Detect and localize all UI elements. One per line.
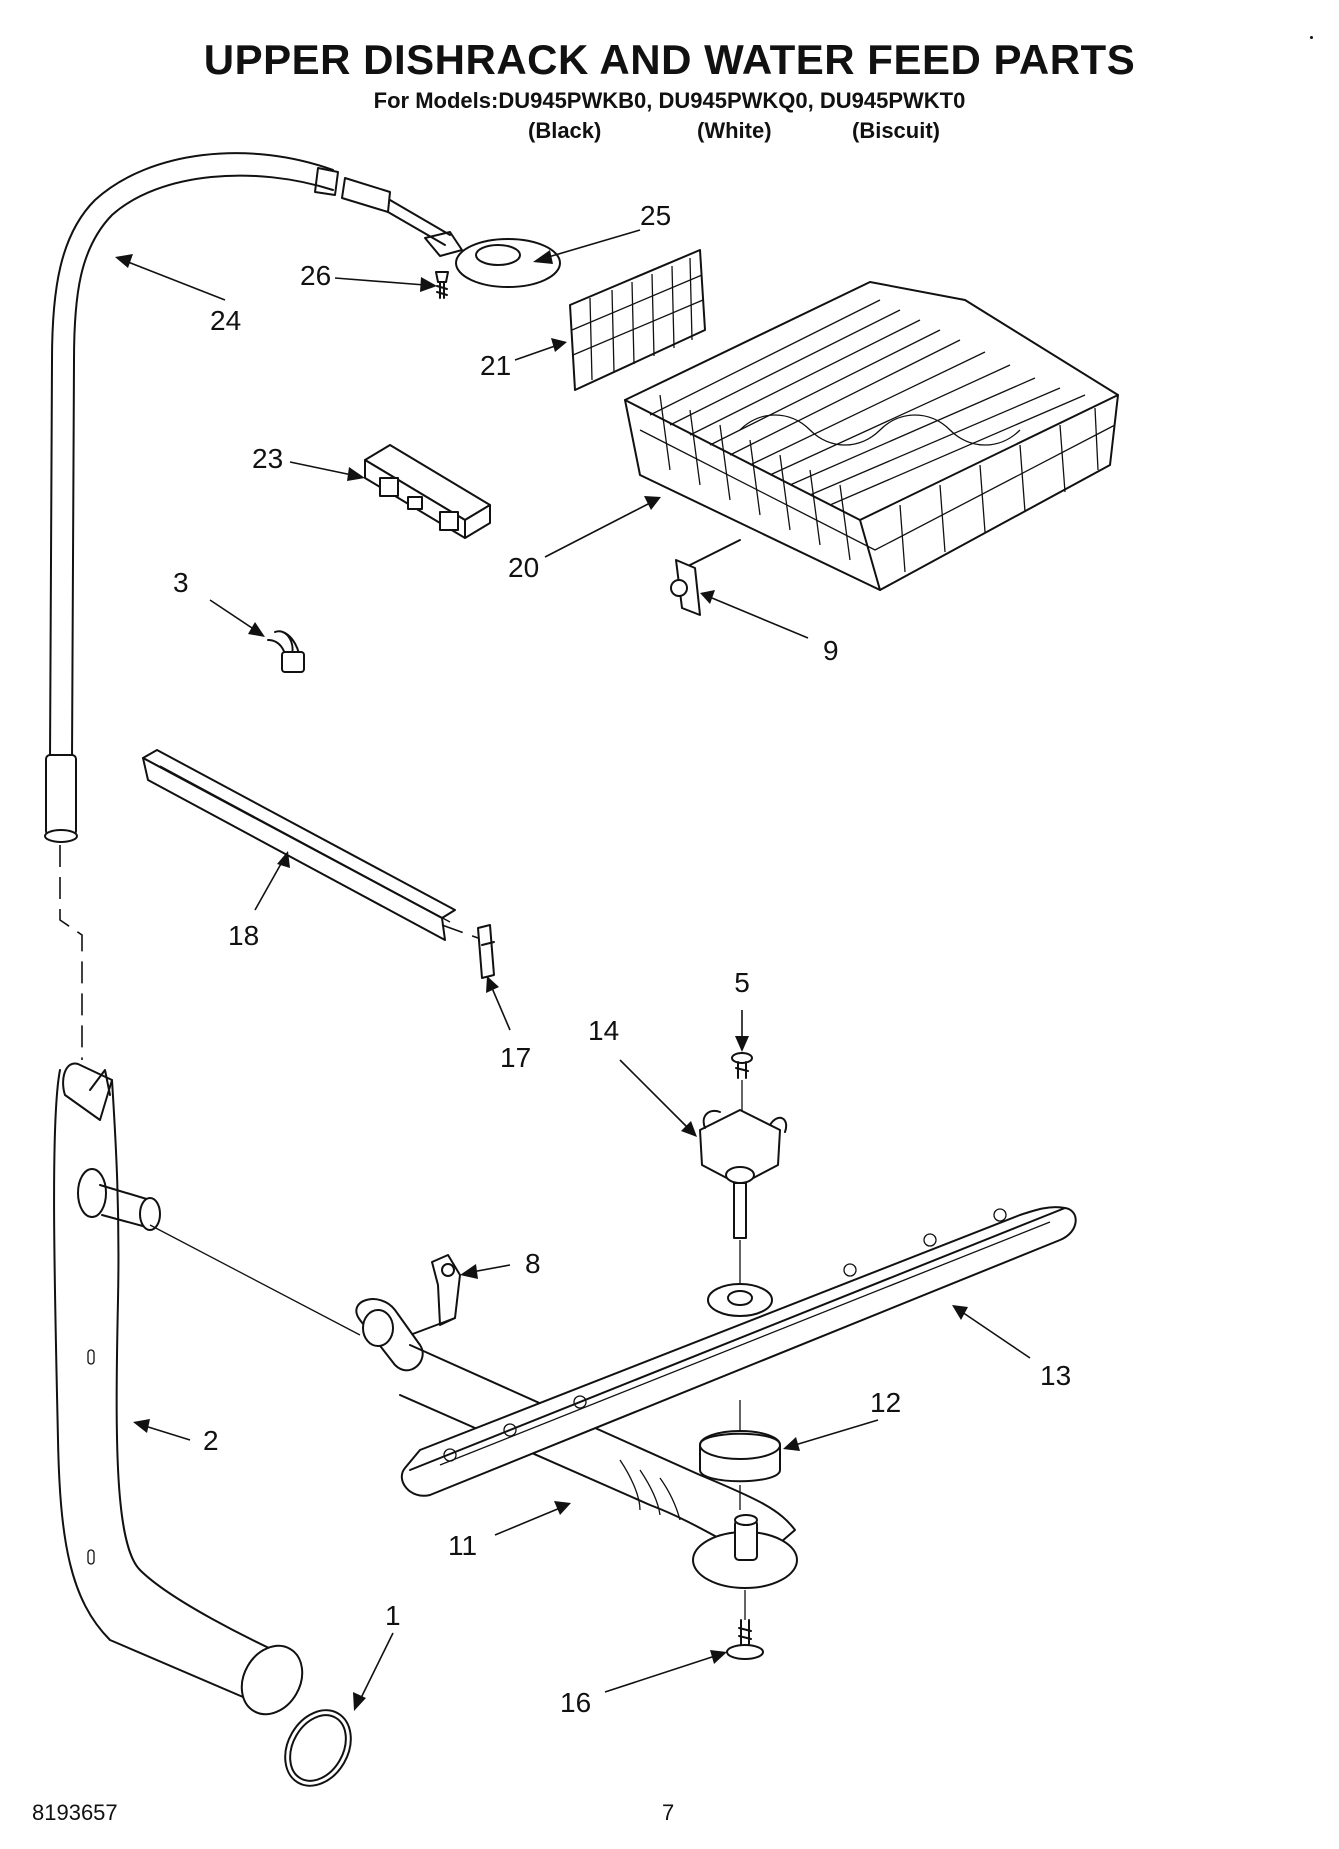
manifold-part-11 <box>149 1224 796 1561</box>
leader-lines <box>115 229 1031 1711</box>
model-list: For Models:DU945PWKB0, DU945PWKQ0, DU945… <box>373 88 966 113</box>
variant-white: (White) <box>697 118 772 143</box>
page-title: UPPER DISHRACK AND WATER FEED PARTS <box>203 36 1136 83</box>
stray-mark <box>1310 36 1313 39</box>
callout-26: 26 <box>300 260 331 291</box>
screw-part-16 <box>726 1619 764 1660</box>
callout-2: 2 <box>203 1425 219 1456</box>
callout-8: 8 <box>525 1248 541 1279</box>
variant-biscuit: (Biscuit) <box>852 118 940 143</box>
rack-clip-part-9 <box>670 539 741 616</box>
callout-20: 20 <box>508 552 539 583</box>
callout-21: 21 <box>480 350 511 381</box>
callout-24: 24 <box>210 305 241 336</box>
callout-16: 16 <box>560 1687 591 1718</box>
feed-connector-part-25 <box>341 177 561 288</box>
upper-dishrack-part-20 <box>624 281 1119 591</box>
variant-black: (Black) <box>528 118 602 143</box>
callout-5: 5 <box>734 967 750 998</box>
callout-labels: 25 24 26 21 23 20 3 9 18 17 5 14 8 13 2 … <box>173 200 1071 1718</box>
manifold-hub <box>692 1514 798 1589</box>
callout-17: 17 <box>500 1042 531 1073</box>
alignment-line-rail <box>441 924 479 939</box>
screw-part-26 <box>435 271 449 299</box>
bearing-ring-part-12 <box>699 1430 781 1483</box>
spray-arm-mount-part-14 <box>699 1109 788 1239</box>
rack-rail-part-18 <box>142 749 456 941</box>
alignment-line-tube <box>59 845 83 1060</box>
callout-18: 18 <box>228 920 259 951</box>
callout-11: 11 <box>448 1530 477 1561</box>
lower-feed-arm-part-2 <box>53 1062 304 1716</box>
document-number: 8193657 <box>32 1800 118 1825</box>
screw-part-5 <box>731 1052 753 1079</box>
callout-23: 23 <box>252 443 283 474</box>
rail-stop-part-17 <box>477 924 495 979</box>
page-number: 7 <box>662 1800 675 1825</box>
callout-9: 9 <box>823 635 839 666</box>
upper-feed-tube-part-24 <box>44 152 339 843</box>
callout-14: 14 <box>588 1015 619 1046</box>
gasket-part-1 <box>284 1709 352 1787</box>
callout-1: 1 <box>385 1600 401 1631</box>
callout-3: 3 <box>173 567 189 598</box>
spray-arm-part-13 <box>400 1206 1077 1497</box>
wire-clip-part-3 <box>267 630 305 673</box>
rack-adjuster-part-23 <box>364 444 491 539</box>
bracket-part-8 <box>409 1254 461 1336</box>
shelf-insert-part-21 <box>569 249 706 391</box>
callout-25: 25 <box>640 200 671 231</box>
callout-12: 12 <box>870 1387 901 1418</box>
callout-13: 13 <box>1040 1360 1071 1391</box>
